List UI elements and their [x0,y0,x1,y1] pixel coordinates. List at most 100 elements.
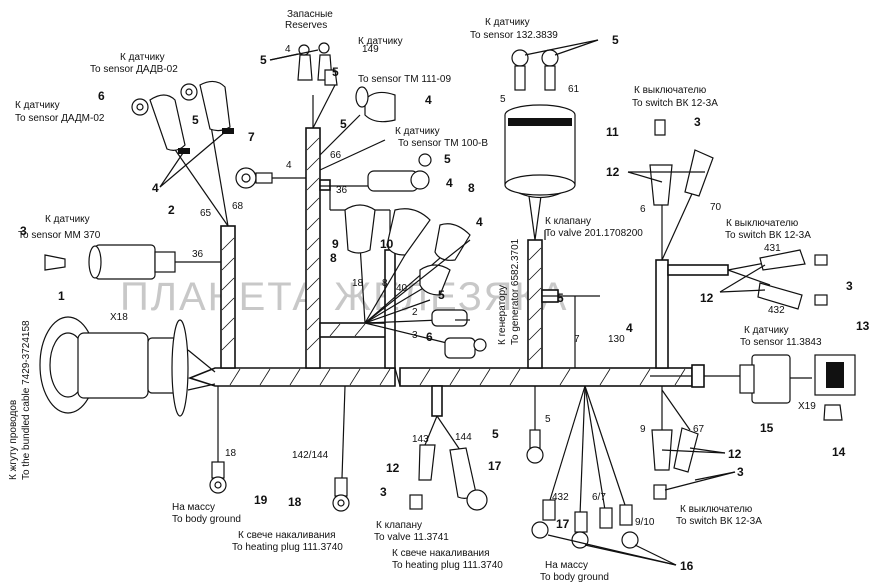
callout-number: 5 [557,291,564,305]
labels: Запасные Reserves К датчику To sensor ДА… [8,9,822,583]
callout-number: 9 [332,237,339,251]
switch-mid-label-en: To switch ВК 12-3А [725,230,811,241]
wire-number: 18 [225,448,237,459]
callout-number: 10 [380,237,394,251]
wire-numbers: 4 149 65 68 4 66 36 36 18 8 40 2 3 5 61 … [192,44,785,528]
reserves-label-ru: Запасные [287,9,333,20]
ring-terminal-7 [235,167,273,189]
wire-number: 40 [396,283,408,294]
component-11-reservoir [504,104,576,198]
callout-number: 3 [737,465,744,479]
wire-number: 7 [574,334,580,345]
wire-number: 9/10 [635,517,655,528]
terminal-3-left [44,254,66,271]
callout-number: 5 [340,117,347,131]
callout-number: 4 [425,93,432,107]
wire-number: 431 [764,243,781,254]
valve-2011708200-label-ru: К клапану [545,216,591,227]
wire-number: 67 [693,424,705,435]
sensor-tm11109-label-ru: К датчику [358,36,403,47]
heating-plug-left-label-ru: К свече накаливания [238,530,336,541]
wire-number: 130 [608,334,625,345]
callout-number: 5 [444,152,451,166]
wire-number: 6 [640,204,646,215]
sensor-dadm02-label-en: To sensor ДАДМ-02 [15,113,105,124]
wire-number: 9 [640,424,646,435]
callout-number: 4 [446,176,453,190]
callout-number: 3 [846,279,853,293]
wire-number: 6/7 [592,492,606,503]
callout-number: 7 [248,130,255,144]
connectors-12-top [649,119,714,206]
callout-number: 5 [438,288,445,302]
sensor-mm370-label-en: To sensor ММ 370 [18,230,101,241]
reserves-label-en: Reserves [285,20,327,31]
callout-number: 15 [760,421,774,435]
sensor-plugs-left [131,80,234,154]
callout-number: 8 [330,251,337,265]
callout-number: 17 [556,517,570,531]
switch-mid-label-ru: К выключателю [726,218,799,229]
watermark: ПЛАНЕТА ЖЕЛЕЗЯКА [120,275,568,319]
callouts: 1 2 3 4 5 6 7 5 5 4 5 5 4 8 9 10 8 4 5 6… [20,33,870,573]
heating-plug-mid-label-en: To heating plug 111.3740 [392,560,503,571]
sensor-1323839-label-ru: К датчику [485,17,530,28]
wire-number: 5 [500,94,506,105]
wire-number: 5 [545,414,551,425]
callout-number: 16 [680,559,694,573]
valve-113741-label-ru: К клапану [376,520,422,531]
callout-number: 6 [426,330,433,344]
connectors-8-9-10 [344,204,487,359]
sensor-113843-label-ru: К датчику [744,325,789,336]
wire-number: 3 [412,330,418,341]
body-ground-left-label-ru: На массу [172,502,215,513]
valve-connectors [409,444,488,511]
connectors-12-bottom [651,427,699,500]
heating-plug-left-label-en: To heating plug 111.3740 [232,542,343,553]
callout-number: 5 [612,33,619,47]
callout-number: 5 [332,65,339,79]
wire-number: 61 [568,84,580,95]
sensor-dadv02-label-ru: К датчику [120,52,165,63]
callout-number: 3 [694,115,701,129]
wire-number: 144 [455,432,472,443]
callout-number: 4 [152,181,159,195]
wire-number: 8 [382,278,388,289]
generator-label-ru: К генератору [497,285,508,345]
sensor-113843-label-en: To sensor 11.3843 [740,337,822,348]
ground-terminal-18 [332,477,350,512]
generator-label-en: To generator 6582.3701 [510,238,521,345]
switch-bottom-label-en: To switch ВК 12-3А [676,516,762,527]
callout-number: 17 [488,459,502,473]
wire-number: 66 [330,150,342,161]
wire-number: 4 [285,44,291,55]
wire-number: 36 [336,185,348,196]
callout-number: 5 [492,427,499,441]
wire-number: 149 [362,44,379,55]
terminal-14 [823,404,843,421]
x18-label: X18 [110,312,128,323]
callout-number: 1 [58,289,65,303]
wire-number: 70 [710,202,722,213]
callout-number: 5 [260,53,267,67]
callout-number: 4 [626,321,633,335]
bundled-cable-label-ru: К жгуту проводов [8,400,19,480]
connector-x18 [39,316,216,417]
sensor-1323839-label-en: To sensor 132.3839 [470,30,558,41]
callout-number: 12 [728,447,742,461]
sensor-tm100v-label-en: To sensor ТМ 100-В [398,138,488,149]
bundled-cable-label-en: To the bundled cable 7429-3724158 [21,320,32,480]
sensor-dadv02-label-en: To sensor ДАДВ-02 [90,64,178,75]
callout-number: 2 [168,203,175,217]
callout-number: 19 [254,493,268,507]
x19-label: X19 [798,401,816,412]
wire-number: 432 [552,492,569,503]
valve-113741-label-en: To valve 11.3741 [374,532,449,543]
valve-2011708200-label-en: To valve 201.1708200 [545,228,643,239]
wire-number: 2 [412,307,418,318]
heating-plug-mid-label-ru: К свече накаливания [392,548,490,559]
callout-number: 5 [192,113,199,127]
callout-number: 13 [856,319,870,333]
callout-number: 3 [380,485,387,499]
body-ground-left-label-en: To body ground [172,514,241,525]
